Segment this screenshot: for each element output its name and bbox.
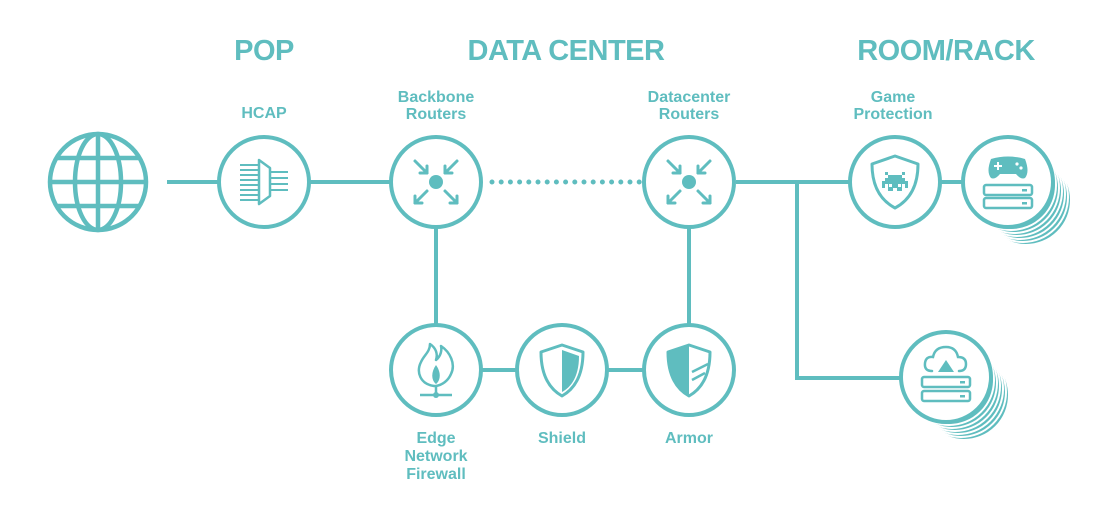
edge-network-firewall-node — [389, 323, 483, 417]
section-title-room-rack: ROOM/RACK — [857, 35, 1035, 67]
armor-label: Armor — [665, 430, 713, 447]
shield-icon — [539, 343, 585, 398]
backbone-routers-node — [389, 135, 483, 229]
shield-label: Shield — [538, 430, 586, 447]
armor-node — [642, 323, 736, 417]
flame-network-icon — [417, 342, 455, 398]
datacenter-routers-node — [642, 135, 736, 229]
edge-network-firewall-label-line3: Firewall — [406, 466, 466, 483]
game-protection-label-line2: Protection — [853, 106, 932, 123]
router-arrows-icon — [666, 159, 712, 205]
edge-network-firewall-label-line2: Network — [404, 448, 467, 465]
space-invader-icon — [882, 172, 908, 191]
cloud-server-stack — [899, 330, 1010, 441]
section-title-data-center: DATA CENTER — [468, 35, 666, 67]
hcap-label: HCAP — [241, 105, 287, 122]
game-protection-node — [848, 135, 942, 229]
backbone-routers-label-line2: Routers — [406, 106, 467, 123]
line-datacenter-cloudstack — [795, 182, 904, 380]
hcap-node — [217, 135, 311, 229]
filter-funnel-icon — [240, 158, 288, 206]
router-arrows-icon — [413, 159, 459, 205]
game-server-stack — [961, 135, 1072, 246]
datacenter-routers-label-line2: Routers — [659, 106, 720, 123]
game-protection-label-line1: Game — [871, 89, 916, 106]
globe-icon — [47, 131, 149, 233]
connectors — [167, 179, 964, 380]
section-title-pop: POP — [234, 35, 294, 67]
gamepad-server-icon — [982, 156, 1034, 210]
edge-network-firewall-label-line1: Edge — [416, 430, 455, 447]
armored-shield-icon — [666, 343, 712, 398]
datacenter-routers-label-line1: Datacenter — [648, 89, 731, 106]
cloud-upload-server-icon — [920, 345, 972, 403]
shield-invader-icon — [870, 154, 920, 210]
backbone-routers-label-line1: Backbone — [398, 89, 475, 106]
shield-node — [515, 323, 609, 417]
